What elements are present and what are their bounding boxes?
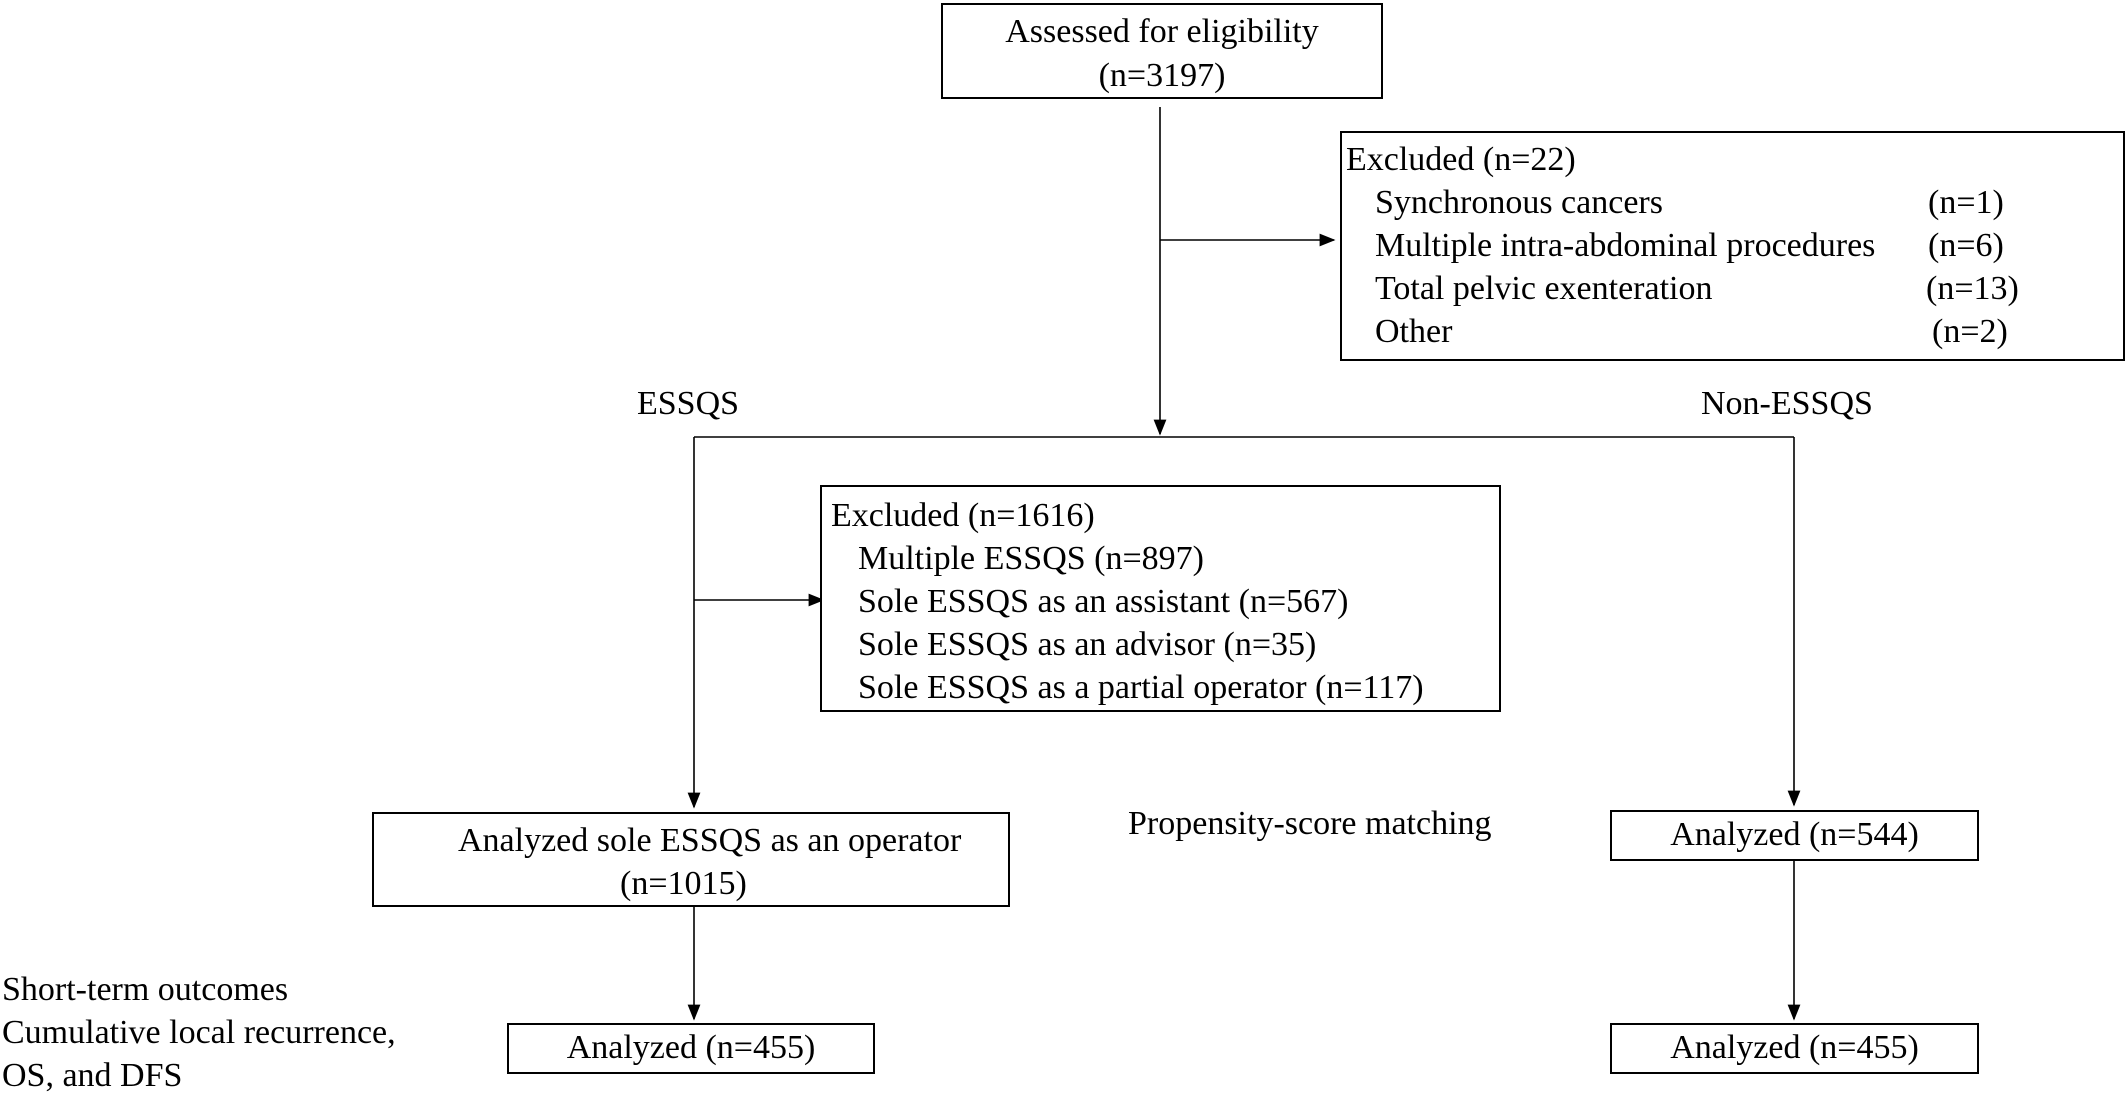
matched-non-essqs-box: Analyzed (n=455) [1610,1023,1979,1074]
excluded-item-label: Other [1375,313,1453,350]
essqs-group-label: ESSQS [637,385,740,422]
excluded-item-count: (n=1) [1928,184,2004,221]
outcomes-line: Cumulative local recurrence, [2,1014,396,1051]
excluded-item-count: (n=6) [1928,227,2004,264]
excluded-item-count: (n=2) [1932,313,2008,350]
excluded-reason: Sole ESSQS as a partial operator (n=117) [858,669,1424,706]
matched-non-essqs-text: Analyzed (n=455) [1670,1029,1919,1066]
assessed-title: Assessed for eligibility [1005,13,1319,50]
assessed-box: Assessed for eligibility (n=3197) [941,3,1383,99]
excluded-second-title: Excluded (n=1616) [831,497,1095,534]
excluded-second-box: Excluded (n=1616) Multiple ESSQS (n=897)… [820,485,1501,712]
matched-essqs-text: Analyzed (n=455) [566,1029,816,1066]
assessed-count: (n=3197) [1098,57,1226,94]
excluded-item-label: Synchronous cancers [1375,184,1663,221]
excluded-first-box: Excluded (n=22) Synchronous cancers (n=1… [1340,131,2125,361]
analyzed-essqs-box: Analyzed sole ESSQS as an operator (n=10… [372,812,1010,907]
analyzed-non-essqs-box: Analyzed (n=544) [1610,810,1979,861]
excluded-reason: Sole ESSQS as an assistant (n=567) [858,583,1349,620]
outcomes-line: OS, and DFS [2,1057,183,1094]
excluded-item-label: Multiple intra-abdominal procedures [1375,227,1876,264]
excluded-first-title: Excluded (n=22) [1346,141,1576,178]
analyzed-essqs-line1: Analyzed sole ESSQS as an operator [458,822,962,859]
excluded-reason: Multiple ESSQS (n=897) [858,540,1204,577]
propensity-label: Propensity-score matching [1128,805,1492,842]
analyzed-non-essqs-text: Analyzed (n=544) [1670,816,1919,853]
excluded-reason: Sole ESSQS as an advisor (n=35) [858,626,1317,663]
matched-essqs-box: Analyzed (n=455) [507,1023,875,1074]
analyzed-essqs-line2: (n=1015) [620,865,747,902]
outcomes-line: Short-term outcomes [2,971,289,1008]
excluded-item-count: (n=13) [1926,270,2019,307]
excluded-item-label: Total pelvic exenteration [1375,270,1713,307]
non-essqs-group-label: Non-ESSQS [1701,385,1873,422]
